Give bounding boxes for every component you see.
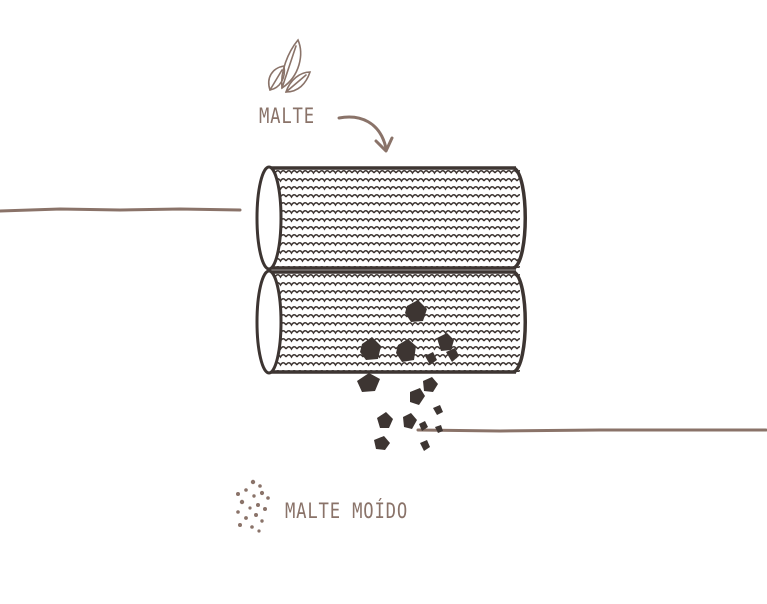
bottom-roller [255,269,527,375]
grain-particle [420,440,430,451]
grain-particle [423,377,438,392]
malt-label: MALTE [259,104,315,128]
top-roller [255,165,527,271]
left-guide-line [0,207,242,213]
grain-particle [374,436,390,450]
leaf-icon [268,38,312,93]
right-guide-line [416,428,767,433]
ground-malt-label: MALTE MOÍDO [285,499,409,523]
curved-arrow-icon [337,115,394,153]
grain-particle [377,412,393,428]
grain-particle [357,373,380,392]
grain-particle [437,333,454,351]
grain-particle [435,425,443,433]
grain-particle [425,352,437,365]
crushed-grains [357,300,459,451]
grain-particle [419,421,428,431]
grain-particle [360,337,381,360]
grain-particle [433,405,443,415]
grain-particle [396,339,416,362]
grain-dots-icon [236,479,270,533]
grain-particle [410,388,425,405]
grain-particle [405,300,427,322]
grain-particle [403,413,417,429]
grain-particle [446,348,459,362]
